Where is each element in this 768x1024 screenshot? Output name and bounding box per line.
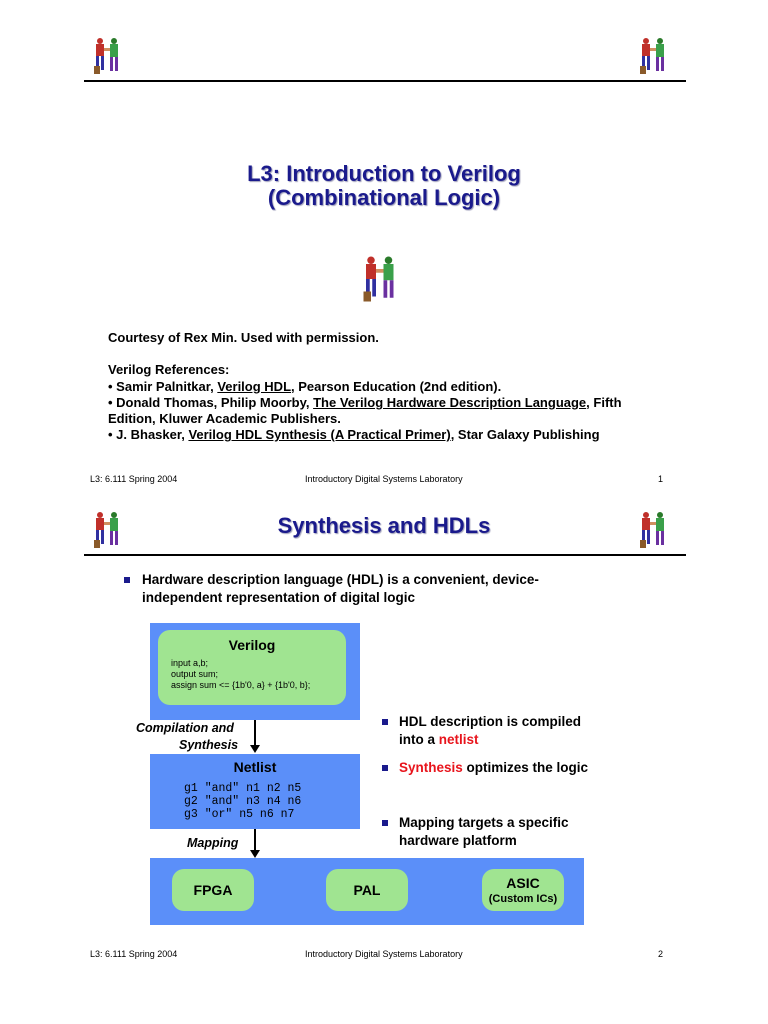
header-divider [84, 80, 686, 82]
bullet-synthesis: Synthesis optimizes the logic [399, 759, 588, 777]
bullet-icon [382, 765, 388, 771]
references-heading: Verilog References: [108, 362, 668, 378]
reference-2-cont: Edition, Kluwer Academic Publishers. [108, 411, 668, 427]
mapping-label: Mapping [187, 836, 238, 850]
header-divider [84, 554, 686, 556]
reference-2: • Donald Thomas, Philip Moorby, The Veri… [108, 395, 668, 411]
bullet-icon [124, 577, 130, 583]
synthesis-label: Synthesis [179, 738, 238, 752]
bullet-netlist: HDL description is compiled into a netli… [399, 713, 581, 749]
slide-title: Synthesis and HDLs [0, 513, 768, 539]
compilation-label: Compilation and [136, 721, 234, 735]
netlist-code: g1 "and" n1 n2 n5 g2 "and" n3 n4 n6 g3 "… [184, 782, 301, 821]
two-engineers-logo-icon [90, 36, 126, 76]
compile-arrow-line [254, 720, 256, 746]
footer-course: L3: 6.111 Spring 2004 [90, 949, 177, 959]
title-line-2: (Combinational Logic) [0, 186, 768, 210]
slide-title: L3: Introduction to Verilog (Combination… [0, 162, 768, 210]
footer-course: L3: 6.111 Spring 2004 [90, 474, 177, 484]
pal-box: PAL [326, 869, 408, 911]
fpga-box: FPGA [172, 869, 254, 911]
two-engineers-logo-icon [636, 36, 672, 76]
targets-box: FPGA PAL ASIC (Custom ICs) [150, 858, 584, 925]
asic-box: ASIC (Custom ICs) [482, 869, 564, 911]
bullet-icon [382, 820, 388, 826]
footer-page-number: 2 [658, 949, 663, 959]
netlist-box: Netlist g1 "and" n1 n2 n5 g2 "and" n3 n4… [150, 754, 360, 829]
fpga-label: FPGA [172, 882, 254, 898]
arrow-down-icon [250, 850, 260, 858]
mapping-arrow-line [254, 829, 256, 851]
bullet-icon [382, 719, 388, 725]
courtesy-text: Courtesy of Rex Min. Used with permissio… [108, 330, 668, 346]
references-block: Courtesy of Rex Min. Used with permissio… [108, 330, 668, 443]
asic-label: ASIC [482, 875, 564, 891]
two-engineers-logo-icon [358, 254, 404, 304]
asic-sublabel: (Custom ICs) [482, 893, 564, 905]
arrow-down-icon [250, 745, 260, 753]
netlist-label: Netlist [150, 759, 360, 775]
verilog-box: Verilog input a,b; output sum; assign su… [158, 630, 346, 705]
verilog-label: Verilog [158, 637, 346, 653]
footer-lab: Introductory Digital Systems Laboratory [305, 949, 463, 959]
bullet-hdl-intro: Hardware description language (HDL) is a… [142, 571, 539, 607]
reference-3: • J. Bhasker, Verilog HDL Synthesis (A P… [108, 427, 668, 443]
verilog-code: input a,b; output sum; assign sum <= {1b… [171, 658, 310, 691]
footer-page-number: 1 [658, 474, 663, 484]
reference-1: • Samir Palnitkar, Verilog HDL, Pearson … [108, 379, 668, 395]
footer-lab: Introductory Digital Systems Laboratory [305, 474, 463, 484]
bullet-mapping: Mapping targets a specific hardware plat… [399, 814, 569, 850]
pal-label: PAL [326, 882, 408, 898]
title-line-1: L3: Introduction to Verilog [0, 162, 768, 186]
